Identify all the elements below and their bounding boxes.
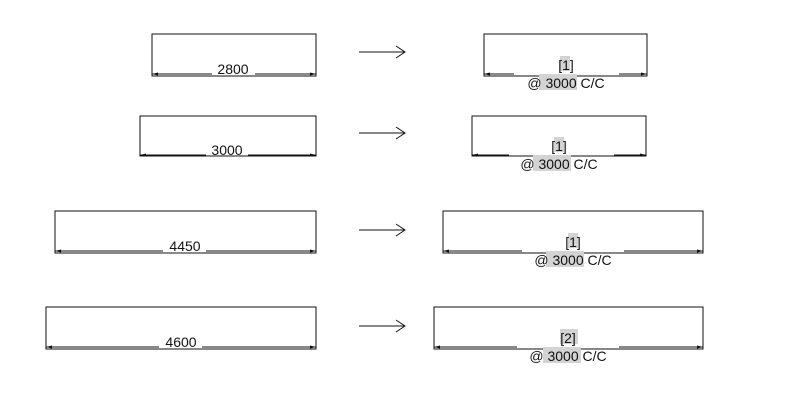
dimension-arrow-left xyxy=(140,153,146,157)
source-beam-2: 3000 xyxy=(139,115,317,158)
row-2: 3000 [1] @ 3000 C/C xyxy=(139,115,647,172)
dimension-arrow-left xyxy=(443,249,449,253)
dimension-arrow-left xyxy=(152,72,158,76)
spacing-label: @ 3000 C/C xyxy=(527,75,604,91)
result-beam-2: [1] @ 3000 C/C xyxy=(471,115,647,172)
bar-mark-highlight xyxy=(560,56,570,71)
length-label: 4450 xyxy=(169,238,200,254)
dimension-arrow-right xyxy=(310,72,316,76)
bar-mark-highlight xyxy=(568,233,578,248)
dimension-arrow-left xyxy=(55,249,61,253)
bar-mark: [1] xyxy=(565,234,581,250)
dimension-arrow-left xyxy=(472,153,478,157)
beam-outline xyxy=(54,210,317,254)
bar-mark: [1] xyxy=(558,57,574,73)
result-beam-4: [2] @ 3000 C/C xyxy=(433,306,704,364)
dimension-arrow-left xyxy=(46,345,52,349)
bar-mark-highlight xyxy=(554,137,564,152)
length-label: 2800 xyxy=(217,61,248,77)
bar-mark-highlight xyxy=(560,329,578,344)
dimension-arrow-right xyxy=(697,249,703,253)
spacing-label: @ 3000 C/C xyxy=(534,252,611,268)
beam-outline xyxy=(151,33,317,77)
length-label: 4600 xyxy=(165,334,196,350)
result-beam-3: [1] @ 3000 C/C xyxy=(442,210,704,268)
bar-mark: [2] xyxy=(560,330,576,346)
row-4: 4600 [2] @ 3000 C/C xyxy=(45,306,704,364)
dimension-arrow-left xyxy=(484,72,490,76)
spacing-label: @ 3000 C/C xyxy=(520,156,597,172)
dimension-arrow-right xyxy=(310,153,316,157)
source-beam-3: 4450 xyxy=(54,210,317,254)
beam-outline xyxy=(139,115,317,157)
dimension-arrow-left xyxy=(434,345,440,349)
row-3: 4450 [1] @ 3000 C/C xyxy=(54,210,704,268)
row-1: 2800 [1] @ 3000 C/C xyxy=(151,33,648,91)
spacing-highlight xyxy=(546,251,584,267)
spacing-highlight xyxy=(533,155,571,171)
beam-outline xyxy=(45,306,317,350)
spacing-label: @ 3000 C/C xyxy=(529,348,606,364)
dimension-arrow-right xyxy=(310,345,316,349)
spacing-highlight xyxy=(539,74,577,90)
dimension-arrow-right xyxy=(640,153,646,157)
spacing-highlight xyxy=(543,347,581,363)
source-beam-4: 4600 xyxy=(45,306,317,350)
dimension-arrow-right xyxy=(697,345,703,349)
transform-arrow-4 xyxy=(359,319,406,333)
transform-arrow-1 xyxy=(359,45,406,59)
result-beam-1: [1] @ 3000 C/C xyxy=(483,33,648,91)
dimension-arrow-right xyxy=(310,249,316,253)
transform-arrow-2 xyxy=(359,126,406,140)
dimension-arrow-right xyxy=(641,72,647,76)
source-beam-1: 2800 xyxy=(151,33,317,77)
bar-mark: [1] xyxy=(551,138,567,154)
length-label: 3000 xyxy=(211,142,242,158)
transform-arrow-3 xyxy=(359,223,406,237)
